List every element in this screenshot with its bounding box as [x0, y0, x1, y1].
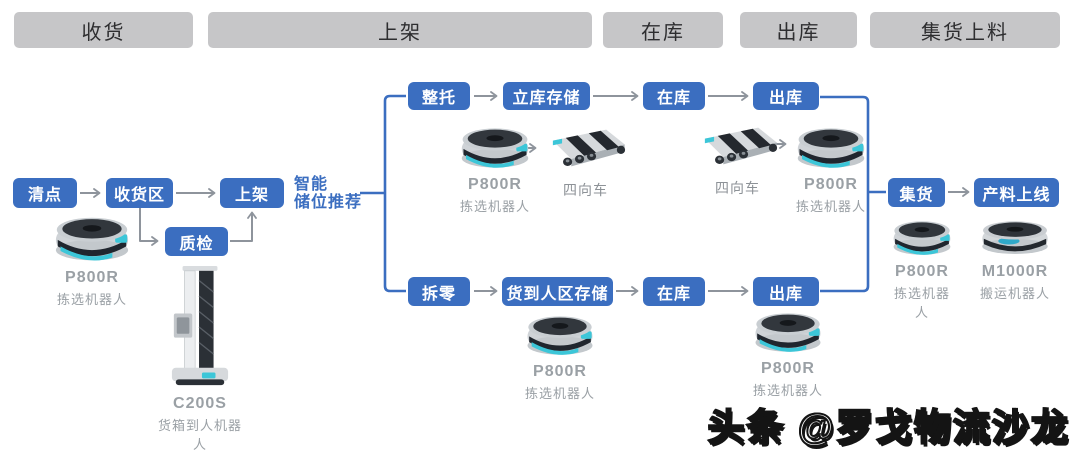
four-way-shuttle-image	[540, 124, 632, 172]
robot-type-label: 拣选机器人	[56, 292, 127, 307]
robot-p800r-consolidate: P800R 拣选机器人	[888, 218, 956, 321]
node-asrs-storage: 立库存储	[503, 82, 590, 110]
node-break-case: 拆零	[408, 277, 470, 306]
node-counting: 清点	[13, 178, 77, 208]
toutiao-watermark: 头条 @罗戈物流沙龙	[707, 406, 1070, 449]
smart-slot-recommendation-label: 智能 储位推荐	[294, 176, 362, 212]
robot-model-label: P800R	[804, 176, 858, 193]
arrow-receiving-to-qc	[139, 208, 159, 246]
node-g2p-storage: 货到人区存储	[502, 277, 613, 306]
node-outbound-top: 出库	[753, 82, 819, 110]
node-label: 集货	[899, 186, 934, 204]
p800r-robot-image	[521, 313, 599, 358]
stage-bar-in-stock: 在库	[603, 12, 723, 48]
node-label: 清点	[27, 187, 62, 204]
smart-slot-line1: 智能	[294, 176, 329, 193]
four-way-shuttle-image	[692, 122, 784, 170]
node-label: 上架	[234, 187, 269, 204]
node-label: 在库	[656, 285, 691, 303]
p800r-robot-image	[49, 214, 135, 264]
robot-model-label: P800R	[533, 363, 587, 380]
shuttle-outbound: 四向车	[690, 122, 785, 198]
shuttle-label: 四向车	[563, 182, 608, 198]
node-receiving-area: 收货区	[106, 178, 173, 208]
stage-label: 出库	[776, 21, 821, 44]
node-outbound-bottom: 出库	[753, 277, 819, 306]
node-label: 立库存储	[512, 90, 581, 107]
node-label: 货到人区存储	[506, 285, 609, 303]
stage-label: 上架	[378, 21, 422, 44]
node-in-stock-bottom: 在库	[643, 277, 705, 306]
node-shelving: 上架	[220, 178, 284, 208]
node-label: 拆零	[421, 285, 456, 303]
p800r-robot-image	[455, 125, 535, 171]
p800r-robot-image	[890, 218, 954, 258]
node-full-pallet: 整托	[408, 82, 470, 110]
stage-bar-receive: 收货	[14, 12, 193, 48]
robot-p800r-receiving: P800R 拣选机器人	[47, 214, 137, 308]
node-label: 质检	[179, 235, 214, 253]
stage-label: 在库	[641, 21, 685, 44]
node-label: 收货区	[113, 187, 165, 204]
robot-m1000r: M1000R 搬运机器人	[978, 218, 1052, 302]
robot-p800r-asrs: P800R 拣选机器人	[450, 125, 540, 215]
robot-p800r-outbound-top: P800R 拣选机器人	[786, 125, 876, 215]
arrow-qc-to-shelving	[230, 211, 257, 242]
node-quality-check: 质检	[165, 227, 228, 256]
c200s-robot-image	[169, 264, 231, 390]
robot-type-label: 拣选机器人	[459, 199, 530, 214]
node-label: 整托	[421, 90, 456, 107]
robot-type-label: 搬运机器人	[979, 286, 1050, 301]
p800r-robot-image	[749, 310, 827, 355]
stage-bar-consolidation: 集货上料	[870, 12, 1060, 48]
shuttle-label: 四向车	[715, 180, 760, 196]
shuttle-asrs-left: 四向车	[538, 124, 633, 200]
robot-type-label: 拣选机器人	[524, 386, 595, 401]
stage-bar-outbound: 出库	[740, 12, 857, 48]
robot-p800r-outbound-bottom: P800R 拣选机器人	[743, 310, 833, 399]
m1000r-robot-image	[980, 218, 1050, 258]
node-consolidate: 集货	[888, 178, 945, 207]
robot-type-label: 拣选机器人	[893, 286, 950, 320]
node-label: 产料上线	[982, 186, 1051, 204]
robot-c200s: C200S 货箱到人机器人	[155, 264, 245, 453]
robot-type-label: 拣选机器人	[752, 383, 823, 398]
connector-branch-split	[360, 94, 406, 293]
node-label: 出库	[768, 90, 803, 107]
node-label: 在库	[656, 90, 691, 107]
node-in-stock-top: 在库	[643, 82, 705, 110]
connector-branch-merge	[820, 95, 886, 293]
robot-model-label: C200S	[173, 395, 227, 412]
robot-model-label: P800R	[895, 263, 949, 280]
node-material-online: 产料上线	[974, 178, 1059, 207]
p800r-robot-image	[791, 125, 871, 171]
stage-label: 集货上料	[921, 21, 1009, 44]
robot-model-label: P800R	[468, 176, 522, 193]
robot-p800r-g2p: P800R 拣选机器人	[515, 313, 605, 402]
robot-type-label: 货箱到人机器人	[157, 418, 242, 452]
smart-slot-line2: 储位推荐	[294, 194, 363, 211]
stage-label: 收货	[81, 21, 126, 44]
stage-bar-putaway: 上架	[208, 12, 592, 48]
node-label: 出库	[768, 285, 803, 303]
robot-model-label: P800R	[65, 269, 119, 286]
robot-type-label: 拣选机器人	[795, 199, 866, 214]
robot-model-label: M1000R	[981, 263, 1049, 280]
robot-model-label: P800R	[761, 360, 815, 377]
